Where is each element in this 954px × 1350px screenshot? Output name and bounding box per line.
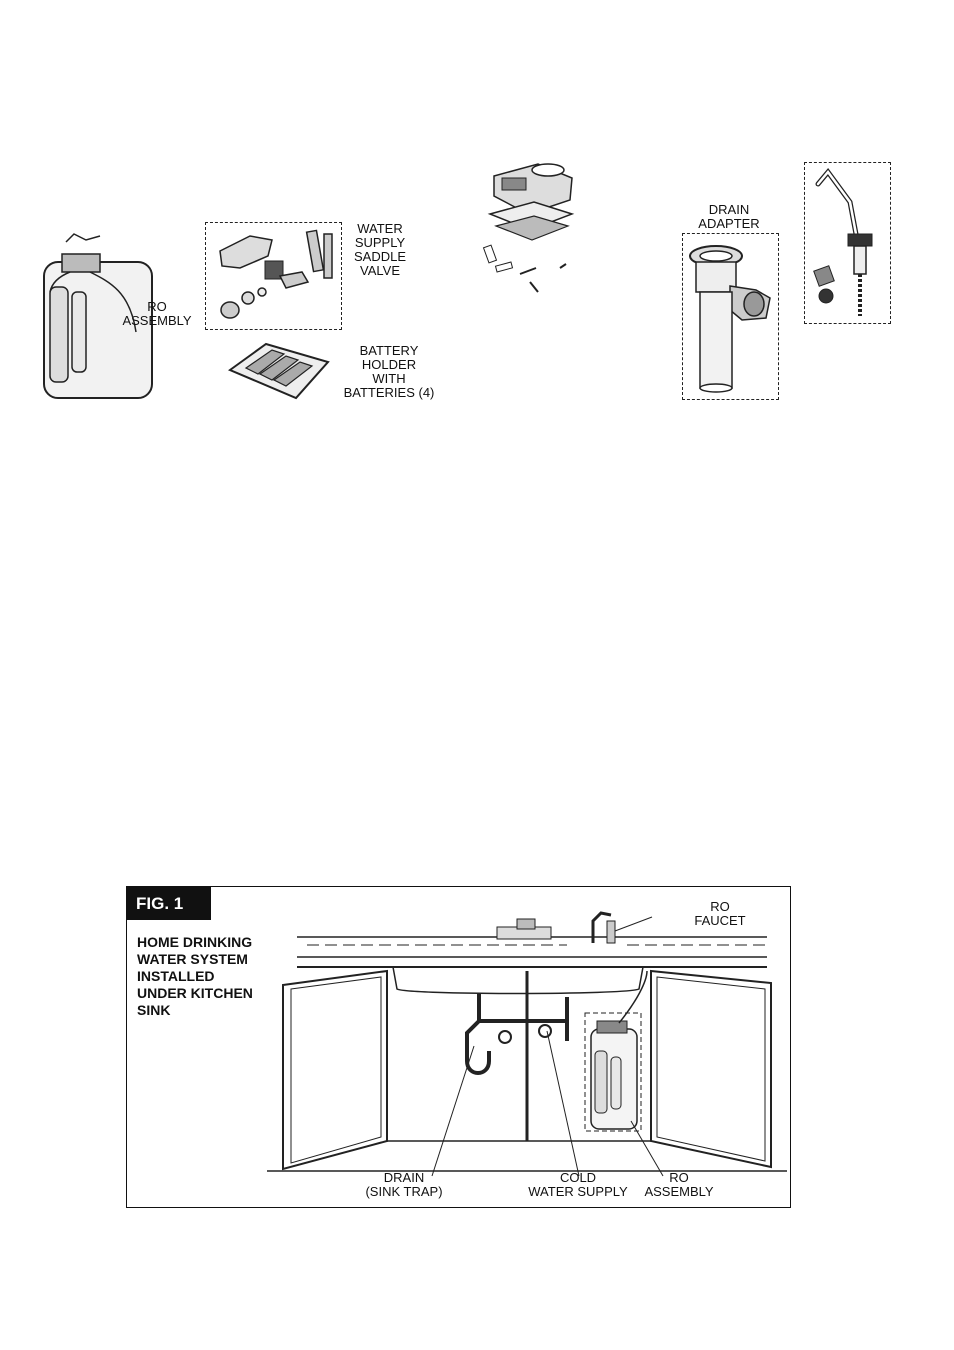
ro-assembly-label: RO ASSEMBLY — [114, 300, 200, 328]
saddle-valve-label: WATER SUPPLY SADDLE VALVE — [340, 222, 420, 278]
figure-1: FIG. 1 HOME DRINKING WATER SYSTEM INSTAL… — [126, 886, 791, 1208]
callout-ro-assembly: RO ASSEMBLY — [635, 1171, 723, 1199]
callout-drain: DRAIN (SINK TRAP) — [359, 1171, 449, 1199]
figure-tag: FIG. 1 — [127, 887, 211, 920]
drain-adapter-illustration — [686, 240, 776, 394]
under-sink-illustration — [267, 901, 787, 1193]
saddle-valve-illustration — [210, 226, 338, 326]
battery-holder-label: BATTERY HOLDER WITH BATTERIES (4) — [334, 344, 444, 400]
callout-cold-water: COLD WATER SUPPLY — [521, 1171, 635, 1199]
ro-faucet-illustration — [806, 166, 888, 320]
callout-ro-faucet: RO FAUCET — [675, 900, 765, 928]
battery-holder-illustration — [226, 336, 332, 406]
figure-caption: HOME DRINKING WATER SYSTEM INSTALLED UND… — [137, 934, 253, 1019]
drain-adapter-label: DRAIN ADAPTER — [686, 203, 772, 231]
faucet-base-hardware-illustration — [480, 156, 584, 296]
